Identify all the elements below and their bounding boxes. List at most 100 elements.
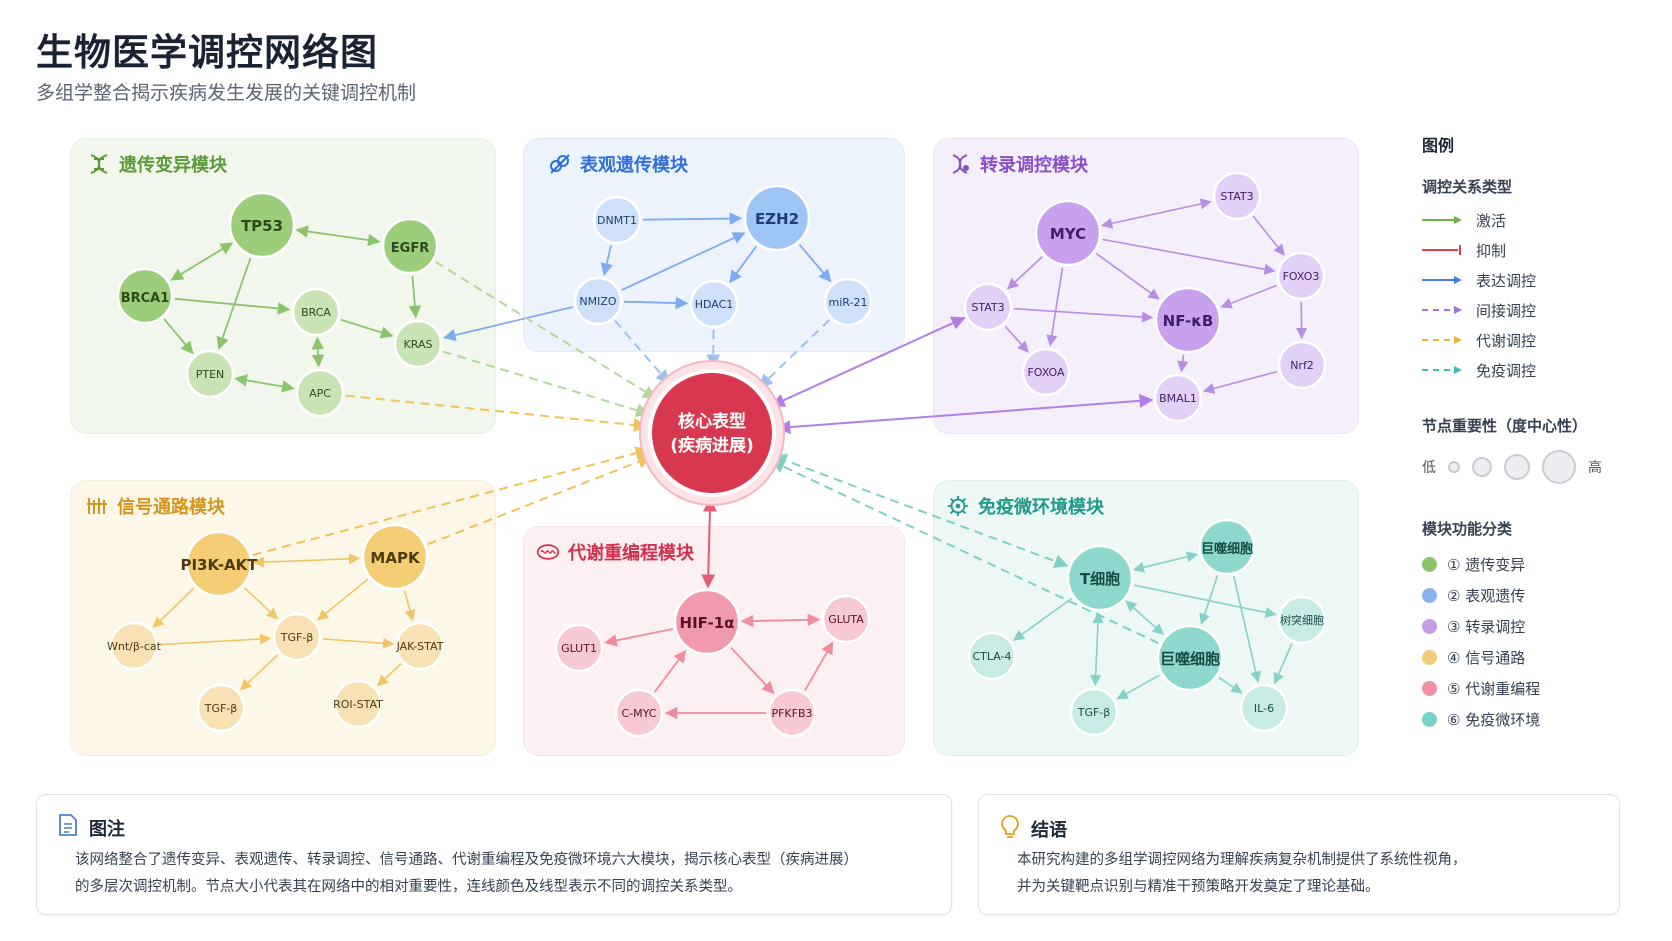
node-glut1[interactable]: GLUT1: [554, 623, 604, 673]
legend-relation-label: 代谢调控: [1476, 331, 1537, 350]
edge-apc-core: [345, 394, 648, 432]
edge-pi3k-tgfa: [244, 587, 279, 620]
node-pi3k[interactable]: PI3K-AKT: [180, 530, 258, 598]
node-tcell[interactable]: T细胞: [1066, 544, 1134, 612]
node-macro1[interactable]: 巨噬细胞: [1198, 518, 1256, 576]
edge-wnt1-tgfa: [159, 633, 272, 646]
node-macro2[interactable]: 巨噬细胞: [1156, 624, 1224, 692]
node-apc[interactable]: APC: [295, 368, 345, 418]
edge-egfr-kras: [408, 275, 422, 319]
edge-mizo-core: [614, 320, 670, 385]
edge-myc-stat3: [1101, 198, 1212, 229]
notes-card: 图注 该网络整合了遗传变异、表观遗传、转录调控、信号通路、代谢重编程及免疫微环境…: [36, 794, 952, 915]
node-circle: [823, 277, 873, 327]
node-circle: [963, 282, 1013, 332]
legend-line-sample: [1422, 245, 1461, 255]
node-mir21[interactable]: miR-21: [823, 277, 873, 327]
node-circle: [1156, 624, 1224, 692]
node-mizo[interactable]: NMIZO: [573, 276, 623, 326]
node-kras[interactable]: KRAS: [393, 319, 443, 369]
node-dc[interactable]: 树突细胞: [1277, 595, 1327, 645]
edge-nrf2-bmal: [1203, 370, 1278, 394]
edge-statb-core: [770, 316, 966, 407]
node-bmal[interactable]: BMAL1: [1153, 373, 1203, 423]
edge-macro2-core: [770, 460, 1159, 644]
node-circle: [185, 530, 253, 598]
node-tgfi[interactable]: TGF-β: [1069, 687, 1119, 737]
legend-line-sample: [1422, 366, 1462, 374]
legend-category-item: ⑤ 代谢重编程: [1422, 673, 1662, 704]
importance-dot-sm: [1472, 457, 1492, 477]
category-dot: [1422, 619, 1437, 634]
node-rstat[interactable]: ROI-STAT: [333, 679, 383, 729]
node-circle: [1239, 683, 1289, 733]
node-tgfb[interactable]: TGF-β: [196, 683, 246, 733]
node-brca[interactable]: BRCA: [291, 287, 341, 337]
node-dnmt1[interactable]: DNMT1: [592, 195, 642, 245]
node-label: EGFR: [391, 241, 429, 256]
edge-pi3k-core: [252, 446, 650, 556]
node-statb[interactable]: STAT3: [963, 282, 1013, 332]
legend-relation-label: 间接调控: [1476, 301, 1537, 320]
node-hif[interactable]: HIF-1α: [673, 588, 741, 656]
node-circle: [1034, 199, 1102, 267]
page-title: 生物医学调控网络图: [36, 31, 378, 74]
node-tp53[interactable]: TP53: [228, 191, 296, 259]
node-myc[interactable]: MYC: [1034, 199, 1102, 267]
node-wnt1[interactable]: Wnt/β-cat: [107, 621, 162, 671]
node-label: miR-21: [829, 296, 868, 309]
node-pten[interactable]: PTEN: [185, 349, 235, 399]
node-ctla4[interactable]: CTLA-4: [967, 631, 1017, 681]
edge-stat3-foxo3: [1252, 215, 1285, 256]
node-jak[interactable]: JAK-STAT: [396, 621, 445, 671]
node-label: MAPK: [370, 549, 421, 567]
node-foxo3[interactable]: FOXO3: [1276, 251, 1326, 301]
module-metabolic-header: 代谢重编程模块: [536, 539, 694, 565]
node-label: Nrf2: [1290, 359, 1314, 372]
legend-category-item: ④ 信号通路: [1422, 642, 1662, 673]
edge-tcell-tgfi: [1090, 611, 1104, 687]
legend: 图例 调控关系类型 激活抑制表达调控间接调控代谢调控免疫调控 节点重要性（度中心…: [1422, 132, 1662, 735]
node-label: 树突细胞: [1280, 613, 1324, 627]
node-circle: [592, 195, 642, 245]
core-phenotype-node[interactable]: 核心表型(疾病进展): [639, 360, 785, 506]
category-dot: [1422, 557, 1437, 572]
node-mapk[interactable]: MAPK: [361, 523, 429, 591]
legend-relation-label: 表达调控: [1476, 271, 1537, 290]
node-foxoa[interactable]: FOXOA: [1021, 347, 1071, 397]
edge-pten-apc: [234, 374, 295, 393]
node-tgfa[interactable]: TGF-β: [272, 612, 322, 662]
edge-hif-glut1: [604, 628, 673, 647]
node-label: NMIZO: [579, 295, 616, 308]
legend-title: 图例: [1422, 136, 1455, 155]
edge-macro2-il6: [1218, 676, 1243, 694]
node-circle: [1277, 595, 1327, 645]
module-epigenetic-header: 表观遗传模块: [548, 151, 688, 177]
node-cmyc[interactable]: C-MYC: [614, 688, 664, 738]
node-gluta[interactable]: GLUTA: [821, 594, 871, 644]
edge-mapk-jak: [403, 590, 416, 622]
node-stat3[interactable]: STAT3: [1212, 171, 1262, 221]
node-circle: [767, 688, 817, 738]
node-pfkfb3[interactable]: PFKFB3: [767, 688, 817, 738]
node-label: BRCA: [301, 306, 331, 319]
edge-mapk-tgfa: [317, 578, 369, 621]
node-nfkb[interactable]: NF-κB: [1154, 286, 1222, 354]
legend-relation-item: 免疫调控: [1422, 355, 1662, 385]
legend-category-label: ① 遗传变异: [1447, 556, 1526, 574]
legend-category-label: ② 表观遗传: [1447, 587, 1526, 605]
node-egfr[interactable]: EGFR: [381, 217, 439, 275]
node-label: FOXOA: [1027, 366, 1065, 379]
category-dot: [1422, 588, 1437, 603]
node-ezh2[interactable]: EZH2: [743, 184, 811, 252]
dna-icon: [87, 152, 111, 176]
node-il6[interactable]: IL-6: [1239, 683, 1289, 733]
node-brca1[interactable]: BRCA1: [116, 267, 174, 325]
node-nrf2[interactable]: Nrf2: [1277, 340, 1327, 390]
node-hdac1[interactable]: HDAC1: [689, 279, 739, 329]
edge-kras-core: [442, 350, 651, 417]
legend-relation-item: 代谢调控: [1422, 325, 1662, 355]
edge-tp53-pten: [216, 257, 252, 350]
category-dot: [1422, 650, 1437, 665]
